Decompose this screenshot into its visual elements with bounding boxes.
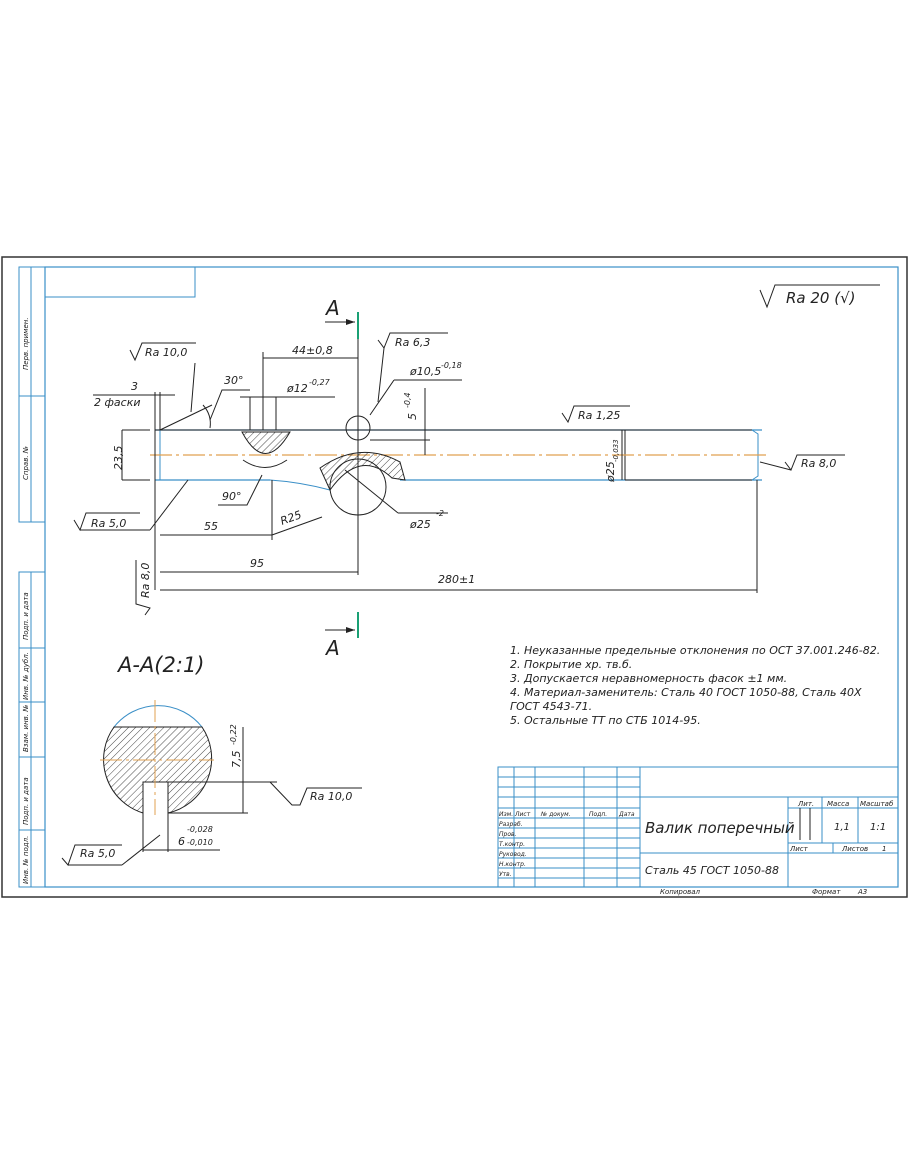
svg-text:Ra 5,0: Ra 5,0 (91, 517, 126, 530)
svg-text:-0,18: -0,18 (441, 361, 462, 370)
svg-text:Пров.: Пров. (499, 831, 517, 838)
svg-text:Ra 8,0: Ra 8,0 (139, 563, 152, 598)
svg-text:Ra 8,0: Ra 8,0 (801, 457, 836, 470)
svg-text:-0,010: -0,010 (187, 838, 213, 847)
svg-text:Лит.: Лит. (797, 800, 814, 808)
svg-text:23,5: 23,5 (112, 446, 125, 471)
note-line: 3. Допускается неравномерность фасок ±1 … (510, 672, 787, 685)
stamp-label: Инв. № подл. (22, 836, 30, 884)
svg-text:5: 5 (406, 413, 419, 420)
svg-text:-0,028: -0,028 (187, 825, 213, 834)
copied-label: Копировал (660, 888, 701, 896)
title-block: Изм. Лист № докум. Подп. Дата Разраб. Пр… (497, 766, 899, 896)
svg-text:Масса: Масса (827, 800, 849, 808)
svg-text:Ra 5,0: Ra 5,0 (80, 847, 115, 860)
svg-text:А-А(2:1): А-А(2:1) (116, 653, 205, 677)
svg-text:Листов: Листов (841, 845, 868, 853)
note-line: 1. Неуказанные предельные отклонения по … (510, 644, 880, 657)
svg-text:-0,27: -0,27 (309, 378, 331, 387)
svg-text:Лист: Лист (789, 845, 809, 853)
svg-text:-0,22: -0,22 (229, 724, 238, 745)
stamp-label: Взам. инв. № (22, 704, 30, 752)
section-view: А-А(2:1) 7,5 -0,22 6 -0,028 -0,010 Ra 10… (61, 653, 362, 866)
svg-text:1,1: 1,1 (834, 822, 850, 833)
svg-text:-2: -2 (436, 509, 444, 518)
part-title: Валик поперечный (645, 819, 795, 837)
svg-text:1:1: 1:1 (870, 822, 886, 833)
svg-text:Лист: Лист (514, 811, 531, 818)
svg-text:55: 55 (204, 520, 218, 533)
svg-text:-0,4: -0,4 (403, 392, 412, 408)
svg-text:ø25: ø25 (409, 518, 431, 531)
default-roughness: Ra 20 (√) (759, 284, 880, 309)
stamp-label: Справ. № (22, 446, 30, 480)
svg-text:2 фаски: 2 фаски (94, 396, 140, 409)
note-line: ГОСТ 4543-71. (510, 700, 592, 713)
svg-text:6: 6 (178, 835, 185, 848)
format-value: А3 (857, 888, 867, 896)
svg-text:Дата: Дата (618, 811, 635, 818)
svg-text:А: А (324, 636, 340, 660)
svg-text:Ra 20 (√): Ra 20 (√) (786, 289, 856, 307)
dimensions: 3 2 фаски 30° 23,5 44±0,8 ø12 -0,27 90° … (93, 344, 758, 593)
outer-frame (1, 256, 908, 898)
svg-text:Ra 1,25: Ra 1,25 (578, 409, 620, 422)
note-line: 4. Материал-заменитель: Сталь 40 ГОСТ 10… (510, 686, 862, 699)
svg-text:280±1: 280±1 (438, 573, 475, 586)
svg-text:Разраб.: Разраб. (499, 821, 523, 828)
svg-text:95: 95 (250, 557, 264, 570)
svg-text:Ra 10,0: Ra 10,0 (145, 346, 187, 359)
svg-text:-0,033: -0,033 (612, 439, 620, 462)
svg-text:Масштаб: Масштаб (860, 800, 894, 808)
section-marker-bottom: А (324, 612, 359, 660)
v-groove (241, 431, 406, 491)
stamp-label: Подп. и дата (22, 777, 30, 825)
svg-text:90°: 90° (222, 490, 242, 503)
svg-text:3: 3 (131, 380, 138, 393)
svg-text:Н.контр.: Н.контр. (499, 861, 526, 868)
svg-text:Ra 10,0: Ra 10,0 (310, 790, 352, 803)
svg-text:ø12: ø12 (286, 382, 308, 395)
format-label: Формат (812, 888, 841, 896)
note-line: 2. Покрытие хр. тв.б. (510, 658, 632, 671)
svg-text:30°: 30° (224, 374, 244, 387)
svg-text:44±0,8: 44±0,8 (292, 344, 333, 357)
roughness-marks: Ra 10,0 Ra 6,3 Ra 1,25 Ra 8,0 Ra 5,0 Ra … (73, 332, 845, 616)
technical-notes: 1. Неуказанные предельные отклонения по … (510, 644, 880, 727)
stamp-label: Инв. № дубл. (22, 652, 30, 700)
section-marker-top: А (324, 296, 359, 339)
stamp-label: Подп. и дата (22, 592, 30, 640)
svg-text:Ra 6,3: Ra 6,3 (395, 336, 430, 349)
side-stamp: Перв. примен. Справ. № Подп. и дата Инв.… (18, 266, 46, 888)
svg-text:Т.контр.: Т.контр. (499, 841, 525, 848)
shaft (150, 429, 770, 491)
svg-text:Подп.: Подп. (589, 811, 607, 818)
svg-text:А: А (324, 296, 340, 320)
svg-text:ø10,5: ø10,5 (409, 365, 441, 378)
note-line: 5. Остальные ТТ по СТБ 1014-95. (510, 714, 701, 727)
svg-text:Руковод.: Руковод. (499, 851, 527, 858)
svg-text:№ докум.: № докум. (540, 811, 571, 818)
material: Сталь 45 ГОСТ 1050-88 (645, 864, 779, 877)
svg-text:Изм.: Изм. (499, 811, 513, 818)
svg-text:1: 1 (882, 845, 886, 853)
top-left-box (44, 266, 196, 298)
svg-text:7,5: 7,5 (230, 751, 243, 769)
svg-text:Утв.: Утв. (499, 871, 512, 878)
svg-text:ø25: ø25 (604, 461, 617, 483)
stamp-label: Перв. примен. (22, 317, 30, 370)
